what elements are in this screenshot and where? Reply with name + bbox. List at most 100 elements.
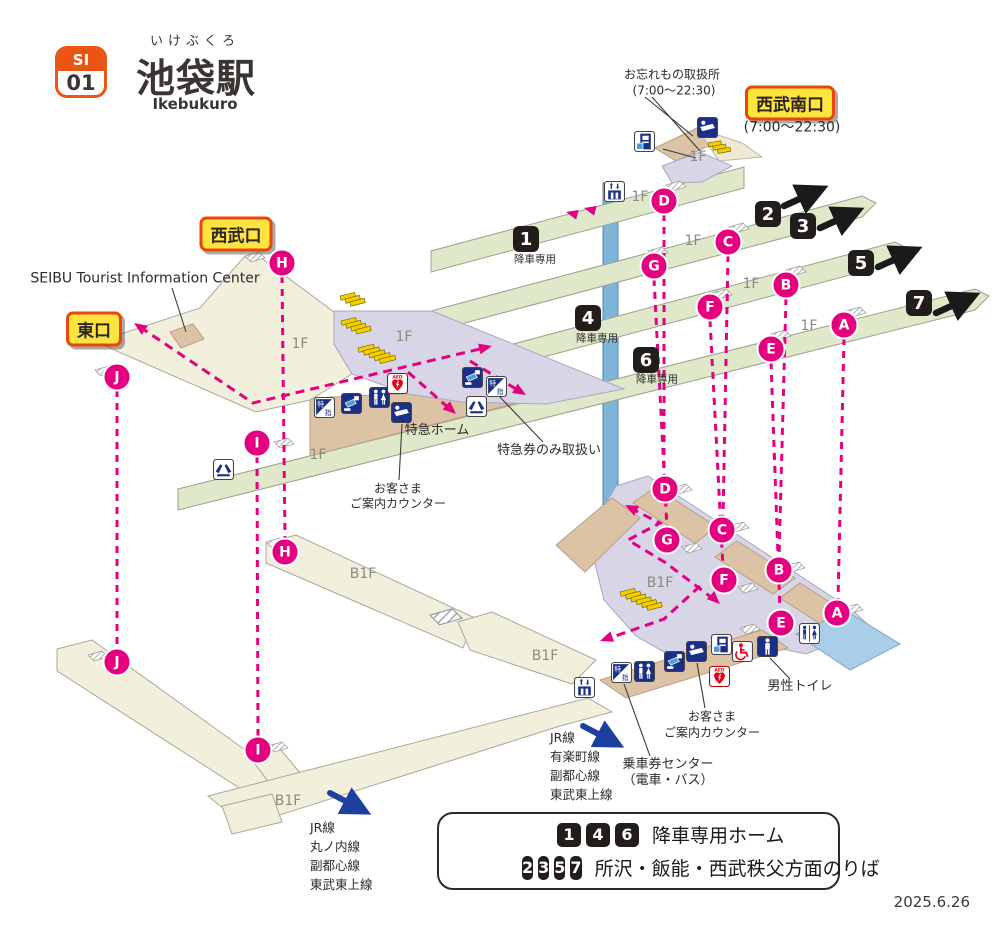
info-counter-icon	[686, 641, 707, 662]
wheelchair-icon	[732, 641, 753, 662]
gate-j-b1f: J	[102, 647, 132, 677]
ticket-machine-icon	[341, 393, 362, 414]
legend-badge: 6	[615, 822, 639, 847]
legend-badge: 1	[557, 822, 581, 847]
legend-row-2: 2 3 5 7 所沢・飯能・西武秩父方面のりば	[522, 854, 880, 881]
gate-b-1f: B	[771, 270, 801, 300]
exit-label-seibu: 西武口	[199, 216, 273, 252]
tourist-info-booth	[169, 323, 205, 349]
counter-b1f-label-l2: ご案内カウンター	[663, 725, 761, 740]
stairs-yellow-south-exit	[707, 140, 732, 154]
coin-locker-icon	[711, 634, 732, 655]
platform-badge-2: 2	[755, 201, 781, 227]
platform-badge-4: 4	[575, 305, 601, 331]
b1f-corridor-h-ext	[457, 611, 597, 685]
seibu-south-hours: (7:00～22:30)	[743, 119, 841, 136]
counter-b1f-label-l1: お客さま	[687, 709, 737, 724]
svg-text:AED: AED	[714, 667, 724, 673]
floor-label-b1f: B1F	[646, 575, 674, 591]
legend-badge: 7	[570, 855, 582, 880]
floor-label-1f: 1F	[800, 318, 818, 334]
stairs-yellow-concourse-c	[357, 343, 397, 364]
svg-text:特: 特	[614, 664, 621, 673]
counter-1f-label-l2: ご案内カウンター	[349, 496, 447, 511]
floor-label-1f: 1F	[684, 233, 702, 249]
svg-text:特: 特	[317, 399, 324, 408]
elevator-icon	[604, 181, 625, 202]
lost-found-hours: (7:00～22:30)	[632, 83, 716, 98]
gate-a-1f: A	[829, 310, 859, 340]
svg-text:指: 指	[622, 673, 629, 682]
svg-text:指: 指	[325, 408, 332, 417]
ltd-exp-ticket-label: 特急券のみ取扱い	[496, 442, 602, 458]
floor-label-b1f: B1F	[274, 793, 302, 809]
callout-lines	[171, 96, 791, 757]
station-number-badge: SI 01	[55, 46, 107, 98]
gate-h-1f: H	[267, 248, 297, 278]
transfer-list-south: JR線丸ノ内線 副都心線東武東上線	[310, 820, 373, 892]
transfer-arrows	[327, 720, 625, 815]
floor-label-1f: 1F	[689, 149, 707, 165]
floor-label-1f: 1F	[395, 329, 413, 345]
gate-c-b1f: C	[707, 515, 737, 545]
floor-label-b1f: B1F	[349, 566, 377, 582]
gate-c-1f: C	[713, 227, 743, 257]
legend-text-2: 所沢・飯能・西武秩父方面のりば	[594, 858, 880, 880]
floor-label-1f: 1F	[291, 336, 309, 352]
elevator-icon	[574, 677, 595, 698]
floor-label-1f: 1F	[309, 447, 327, 463]
stairs-yellow-concourse-a	[339, 291, 366, 307]
station-number: 01	[66, 71, 96, 95]
lost-found-label: お忘れもの取扱所	[623, 67, 721, 82]
b1f-corridor-south-tab	[221, 793, 283, 835]
coin-locker-icon	[634, 131, 655, 152]
elevator-shaft	[602, 182, 619, 514]
platform-badge-7: 7	[906, 290, 932, 316]
legend-row-1: 1 4 6 降車専用ホーム	[557, 821, 838, 848]
restroom-mf-icon	[799, 623, 820, 644]
gate-g-1f: G	[639, 251, 669, 281]
exit-label-seibu-south: 西武南口	[745, 85, 835, 121]
gate-e-b1f: E	[766, 608, 796, 638]
legend-box: 1 4 6 降車専用ホーム 2 3 5 7 所沢・飯能・西武秩父方面のりば	[437, 812, 880, 890]
gate-d-b1f: D	[650, 474, 680, 504]
gate-j-1f: J	[102, 362, 132, 392]
stairs-yellow-b1f	[619, 587, 663, 611]
limited-express-ticket-icon: 特指	[314, 397, 335, 418]
b1f-tan-west	[555, 497, 641, 573]
aed-icon: AED	[387, 373, 408, 394]
info-counter-icon	[391, 402, 412, 423]
restroom-icon	[369, 387, 390, 408]
stairs-yellow-concourse-b	[340, 316, 372, 335]
alight-only-1: 降車専用	[514, 253, 556, 266]
gate-d-1f: D	[649, 186, 679, 216]
mens-toilet-label: 男性トイレ	[767, 678, 833, 694]
aed-icon: AED	[709, 666, 730, 687]
station-name: 池袋駅	[135, 57, 256, 102]
floor-label-b1f: B1F	[531, 648, 559, 664]
gate-g-b1f: G	[652, 525, 682, 555]
floor-label-1f: 1F	[742, 276, 760, 292]
gate-a-b1f: A	[822, 598, 852, 628]
platform-badge-1: 1	[513, 226, 539, 252]
gate-i-1f: I	[242, 428, 272, 458]
info-counter-icon	[697, 117, 718, 138]
tourist-info-label: SEIBU Tourist Information Center	[30, 270, 260, 287]
svg-text:特: 特	[489, 378, 496, 387]
b1f-corridor-j	[56, 639, 277, 797]
restroom-icon	[634, 661, 655, 682]
counter-1f-label-l1: お客さま	[373, 481, 423, 496]
ticket-center-label-l1: 乗車券センター	[622, 756, 714, 772]
south-exit-ramp	[661, 151, 734, 184]
gate-f-1f: F	[695, 292, 725, 322]
transfer-list-east: JR線有楽町線 副都心線東武東上線	[550, 730, 613, 802]
limited-express-ticket-icon: 特指	[486, 376, 507, 397]
alight-only-4: 降車専用	[576, 332, 618, 345]
mens-toilet-icon	[757, 636, 778, 657]
legend-badge: 3	[538, 855, 550, 880]
gate-i-b1f: I	[243, 735, 273, 765]
platform-badge-3: 3	[790, 213, 816, 239]
ltd-exp-platform-label: 特急ホーム	[404, 422, 470, 438]
legend-badge: 2	[522, 855, 534, 880]
platform-badge-5: 5	[848, 250, 874, 276]
